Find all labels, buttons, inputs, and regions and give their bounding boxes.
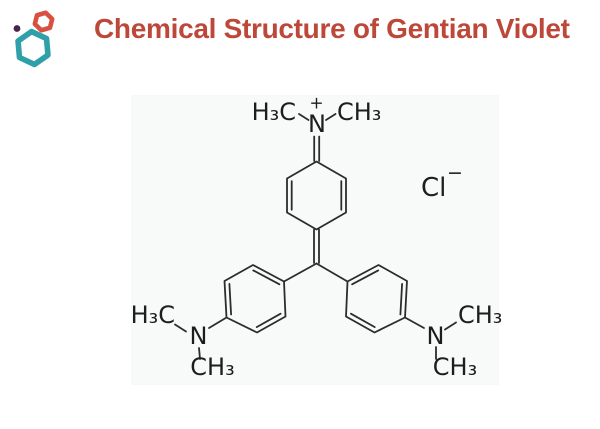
right-nitrogen-label: N bbox=[427, 322, 445, 350]
top-nitrogen-label: N bbox=[308, 110, 326, 138]
top-left-methyl-label: H₃C bbox=[252, 98, 296, 126]
left-lower-methyl-label: CH₃ bbox=[190, 353, 234, 381]
bond-lines bbox=[174, 113, 457, 360]
teal-hexagon-icon bbox=[15, 28, 51, 68]
top-right-methyl-label: CH₃ bbox=[337, 98, 381, 126]
minus-charge-label: − bbox=[447, 162, 463, 184]
left-methyl-label: H₃C bbox=[131, 301, 175, 329]
gentian-violet-structure-diagram: H₃C + CH₃ N Cl − H₃C N CH₃ CH₃ N CH₃ bbox=[131, 94, 503, 382]
right-upper-methyl-label: CH₃ bbox=[458, 301, 502, 329]
right-lower-methyl-label: CH₃ bbox=[433, 353, 477, 381]
purple-dot-icon bbox=[13, 25, 21, 32]
chloride-label: Cl bbox=[421, 173, 446, 203]
site-logo bbox=[13, 10, 55, 68]
left-nitrogen-label: N bbox=[190, 322, 208, 350]
plus-charge-label: + bbox=[309, 94, 323, 114]
structure-panel: H₃C + CH₃ N Cl − H₃C N CH₃ CH₃ N CH₃ bbox=[131, 94, 503, 385]
page-title: Chemical Structure of Gentian Violet bbox=[94, 13, 570, 44]
red-hexagon-icon bbox=[32, 10, 55, 33]
